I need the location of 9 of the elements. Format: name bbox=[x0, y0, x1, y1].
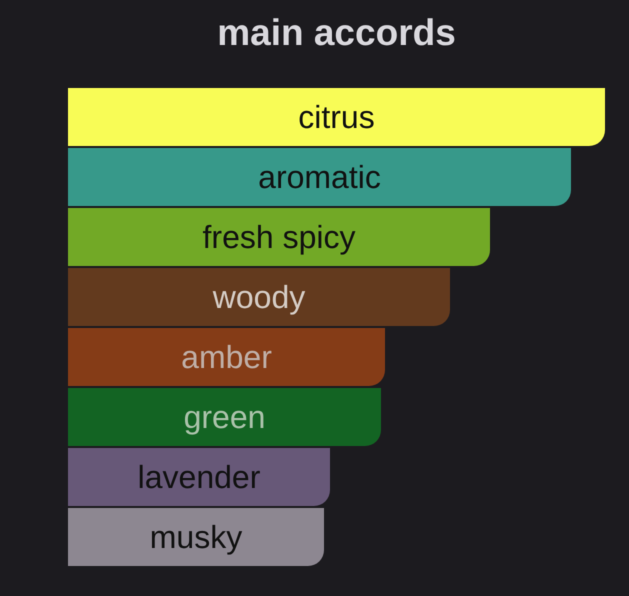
accord-bar: green bbox=[68, 388, 381, 446]
accord-bar: woody bbox=[68, 268, 450, 326]
chart-title: main accords bbox=[217, 12, 456, 54]
accord-bar: musky bbox=[68, 508, 324, 566]
accord-bar: amber bbox=[68, 328, 385, 386]
accord-bar: lavender bbox=[68, 448, 330, 506]
accord-bar: fresh spicy bbox=[68, 208, 490, 266]
accord-bar: citrus bbox=[68, 88, 605, 146]
accord-bar: aromatic bbox=[68, 148, 571, 206]
